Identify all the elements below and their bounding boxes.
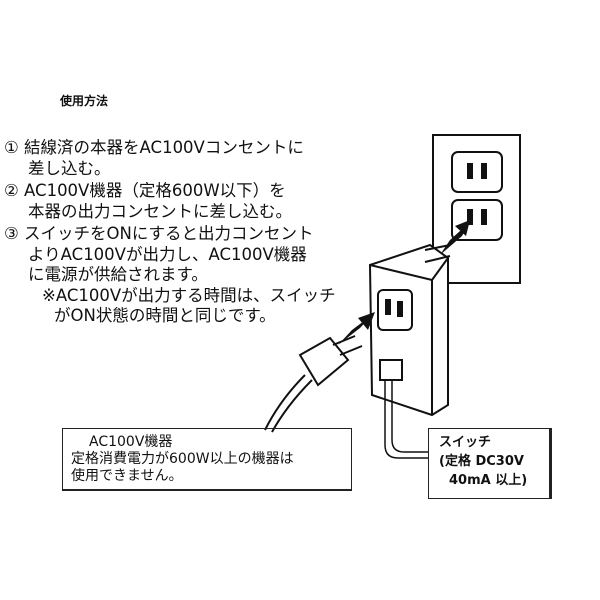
step-text: 差し込む。 [28,158,111,178]
note-text: ※AC100Vが出力する時間は、スイッチ [42,285,336,305]
step-1: ① 結線済の本器をAC100Vコンセントに 差し込む。 [4,138,336,179]
step-text: 結線済の本器をAC100Vコンセントに [24,138,304,157]
arrow-to-wall [440,220,470,255]
switch-wire [384,380,428,459]
step-text: AC100V機器（定格600W以下）を [24,181,286,200]
plug-and-cord [264,335,363,433]
step-number: ③ [4,224,19,243]
switch-rating: (定格 DC30V [439,454,524,469]
step-number: ② [4,181,19,200]
step-number: ① [4,138,19,157]
device-warning: 使用できません。 [71,468,183,484]
device-warning: 定格消費電力が600W以上の機器は [71,451,294,467]
step-text: スイッチをONにすると出力コンセント [24,224,314,243]
step-text: に電源が供給されます。 [28,265,208,284]
switch-rating: 40mA 以上) [449,473,528,488]
switch-caption-box: スイッチ (定格 DC30V 40mA 以上) [428,428,552,499]
adapter-unit [368,243,451,417]
device-heading: AC100V機器 [89,434,173,450]
device-caption-box: AC100V機器 定格消費電力が600W以上の機器は 使用できません。 [62,428,352,491]
step-text: よりAC100Vが出力し、AC100V機器 [28,244,307,264]
step-text: 本器の出力コンセントに差し込む。 [28,201,292,221]
switch-heading: スイッチ [439,435,492,450]
step-3: ③ スイッチをONにすると出力コンセント よりAC100Vが出力し、AC100V… [4,224,336,327]
note-text: がON状態の時間と同じです。 [54,306,276,325]
step-2: ② AC100V機器（定格600W以下）を 本器の出力コンセントに差し込む。 [4,181,336,222]
instruction-steps: ① 結線済の本器をAC100Vコンセントに 差し込む。 ② AC100V機器（定… [4,138,336,329]
arrow-to-adapter [338,312,375,345]
page-title: 使用方法 [60,94,109,108]
